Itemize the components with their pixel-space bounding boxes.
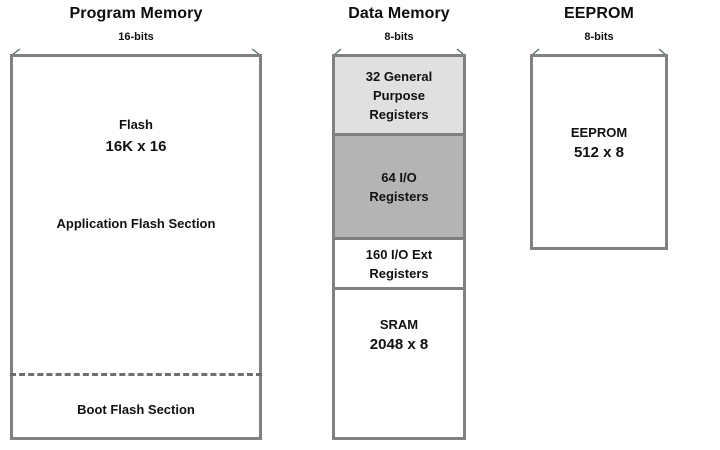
gpr-line-1: 32 General xyxy=(365,68,433,84)
gpr-line-2: Purpose xyxy=(372,87,425,103)
gpr-line-3: Registers xyxy=(369,106,429,122)
segment-io-ext-registers: 160 I/O Ext Registers xyxy=(335,240,463,290)
eeprom-width-label: 8-bits xyxy=(584,31,614,43)
segment-sram: SRAM 2048 x 8 xyxy=(335,290,463,437)
program-memory-width-label: 16-bits xyxy=(118,31,154,43)
eeprom-title: EEPROM xyxy=(564,5,634,22)
segment-io-registers: 64 I/O Registers xyxy=(335,136,463,240)
eeprom-line-1: EEPROM xyxy=(570,125,628,140)
application-flash-section-label: Application Flash Section xyxy=(56,216,216,231)
boot-flash-divider xyxy=(10,373,262,376)
eeprom-line-2: 512 x 8 xyxy=(573,144,625,161)
sram-line-2: 2048 x 8 xyxy=(369,336,429,353)
io-registers-line-2: Registers xyxy=(369,188,429,204)
eeprom-box: EEPROM 512 x 8 xyxy=(530,54,668,250)
data-memory-width-label: 8-bits xyxy=(384,31,414,43)
boot-flash-section-label: Boot Flash Section xyxy=(77,402,195,417)
io-ext-line-2: Registers xyxy=(369,265,429,281)
program-memory-title: Program Memory xyxy=(69,5,203,22)
io-ext-line-1: 160 I/O Ext xyxy=(365,246,433,262)
data-memory-box: 32 General Purpose Registers 64 I/O Regi… xyxy=(332,54,466,440)
data-memory-title: Data Memory xyxy=(348,5,450,22)
program-memory-box: Flash 16K x 16 Application Flash Section… xyxy=(10,54,262,440)
io-registers-line-1: 64 I/O xyxy=(381,169,417,185)
flash-size-label: 16K x 16 xyxy=(105,138,167,155)
flash-label: Flash xyxy=(119,117,153,132)
segment-eeprom: EEPROM 512 x 8 xyxy=(533,57,665,247)
segment-general-purpose-registers: 32 General Purpose Registers xyxy=(335,57,463,136)
sram-line-1: SRAM xyxy=(379,317,419,332)
